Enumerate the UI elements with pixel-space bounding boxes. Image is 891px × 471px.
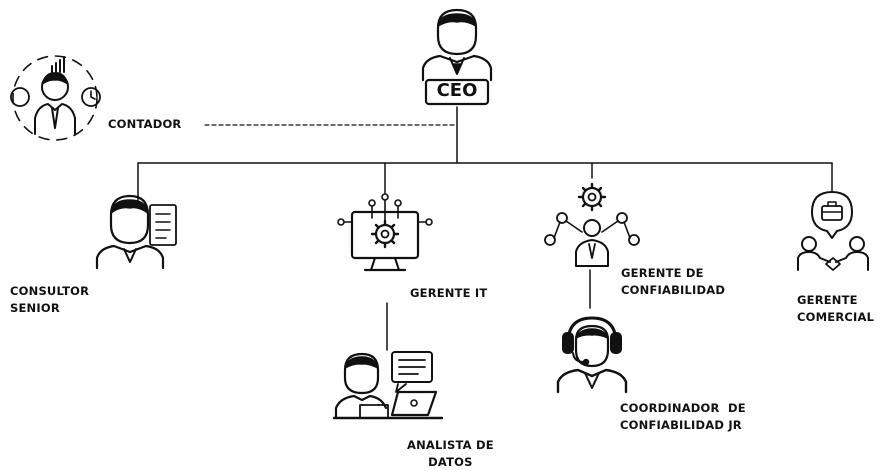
call-center-headset-icon	[556, 316, 628, 394]
analista-datos-label: ANALISTA DE DATOS	[407, 437, 494, 471]
consultant-icon	[95, 194, 177, 270]
gerente-it-label: GERENTE IT	[410, 285, 487, 302]
consultor-senior-line1: CONSULTOR	[10, 284, 90, 298]
connector-lines	[137, 106, 833, 351]
coordinador-label: COORDINADOR DE CONFIABILIDAD JR	[620, 400, 746, 434]
coordinador-line2: CONFIABILIDAD JR	[620, 418, 742, 432]
reliability-network-icon	[544, 182, 640, 267]
business-handshake-icon	[797, 191, 869, 271]
contador-label: CONTADOR	[108, 116, 181, 133]
consultor-senior-line2: SENIOR	[10, 301, 60, 315]
gerente-comercial-label: GERENTE COMERCIAL	[797, 292, 874, 326]
it-monitor-gear-icon	[337, 193, 433, 272]
gerente-comercial-line2: COMERCIAL	[797, 310, 875, 324]
ceo-label: CEO	[436, 80, 478, 101]
analista-datos-line2: DATOS	[428, 455, 473, 469]
gerente-confiabilidad-line2: CONFIABILIDAD	[621, 283, 726, 297]
consultor-senior-label: CONSULTOR SENIOR	[10, 283, 89, 317]
gerente-comercial-line1: GERENTE	[797, 293, 858, 307]
gerente-confiabilidad-label: GERENTE DE CONFIABILIDAD	[621, 265, 725, 299]
gerente-confiabilidad-line1: GERENTE DE	[621, 266, 704, 280]
data-analyst-icon	[332, 351, 444, 420]
coordinador-line1: COORDINADOR DE	[620, 401, 746, 415]
ceo-person-icon	[421, 8, 493, 106]
analista-datos-line1: ANALISTA DE	[407, 438, 494, 452]
accountant-icon	[10, 55, 101, 141]
contador-label-text: CONTADOR	[108, 117, 182, 131]
gerente-it-label-text: GERENTE IT	[410, 286, 488, 300]
